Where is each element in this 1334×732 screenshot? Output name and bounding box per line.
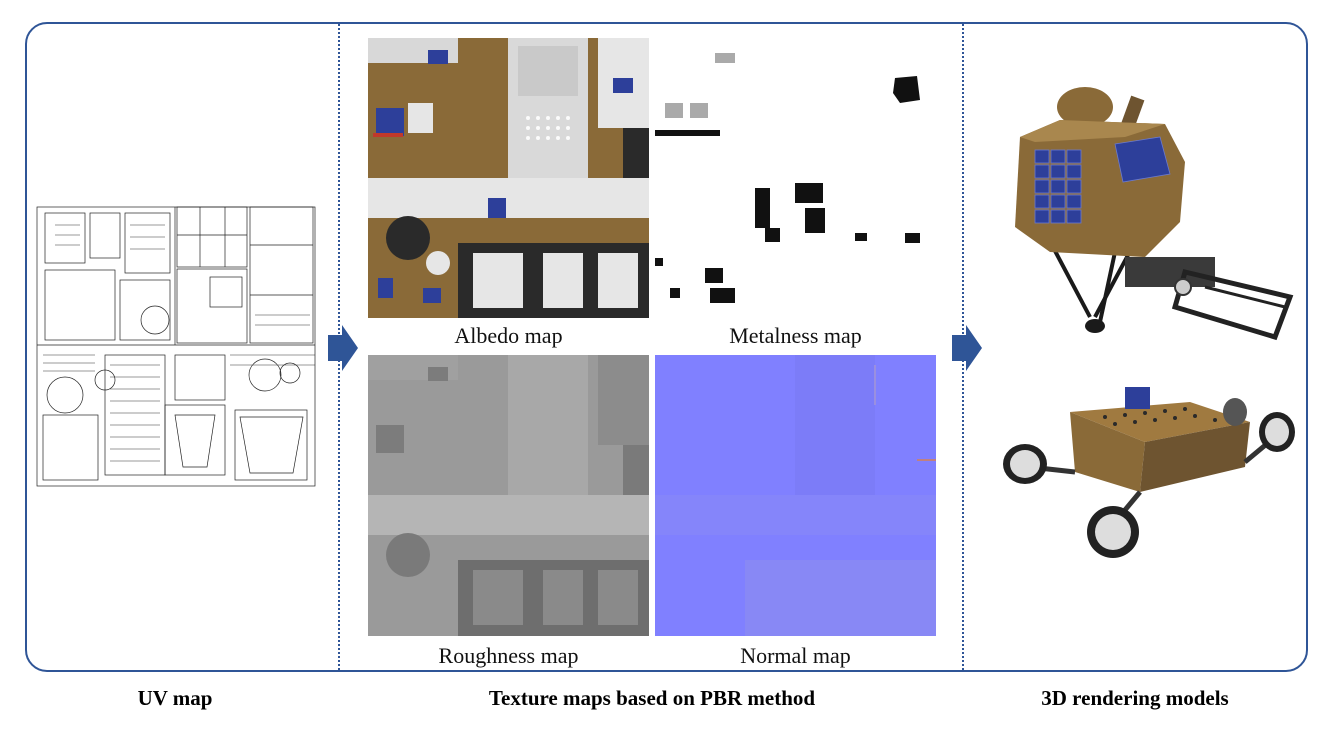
lander-render-image — [1015, 87, 1294, 341]
normal-map-label: Normal map — [740, 643, 851, 668]
normal-map-image — [655, 355, 936, 636]
albedo-map-label: Albedo map — [454, 323, 563, 348]
texture-maps-section-label: Texture maps based on PBR method — [488, 686, 816, 710]
right-arrow-icon — [328, 325, 358, 371]
metalness-map-image — [655, 38, 936, 318]
right-arrow-icon — [952, 325, 982, 371]
roughness-map-label: Roughness map — [438, 643, 579, 668]
diagram-frame — [25, 22, 1308, 672]
albedo-map-image — [368, 38, 649, 318]
rover-render-image — [1003, 387, 1295, 558]
rendering-section-label: 3D rendering models — [1041, 686, 1229, 710]
roughness-map-image — [368, 355, 649, 636]
uv-map-section-label: UV map — [137, 686, 213, 710]
uv-map-image — [35, 205, 317, 488]
metalness-map-label: Metalness map — [729, 323, 862, 348]
